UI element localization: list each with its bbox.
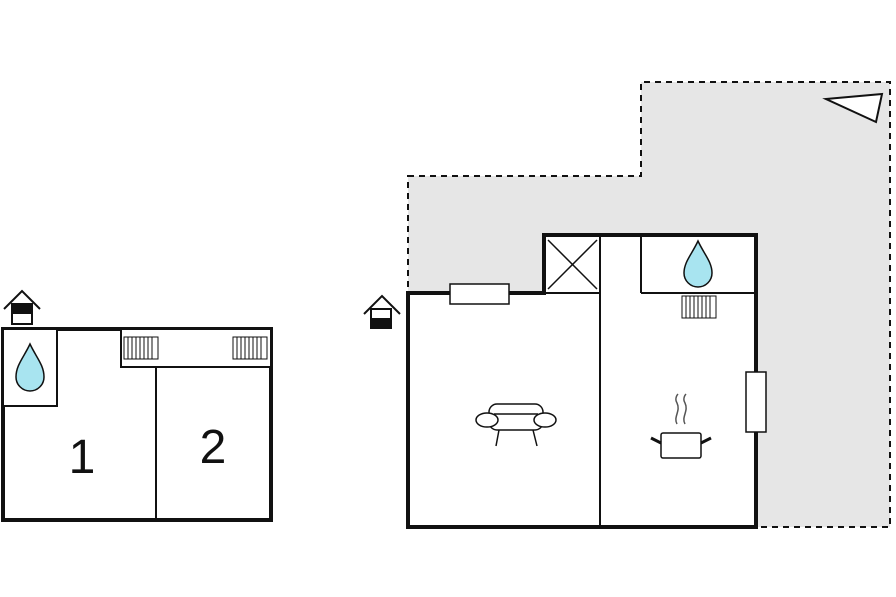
north-arrow-icon <box>822 92 884 124</box>
room-label-1: 1 <box>69 431 96 484</box>
bathroom-water-drop-icon <box>683 239 713 288</box>
kitchen-cooking-pot-icon <box>650 393 712 459</box>
window-icon <box>449 283 510 305</box>
radiator-icon <box>681 295 717 319</box>
entrance-house-icon <box>363 294 401 329</box>
entrance-house-icon <box>3 289 41 325</box>
sofa-icon <box>475 403 557 447</box>
window-icon <box>745 371 767 433</box>
stairs-icon <box>547 239 598 290</box>
radiator-icon <box>232 336 268 360</box>
bathroom-water-drop-icon <box>15 342 45 392</box>
radiator-icon <box>123 336 159 360</box>
room-label-2: 2 <box>200 421 227 474</box>
